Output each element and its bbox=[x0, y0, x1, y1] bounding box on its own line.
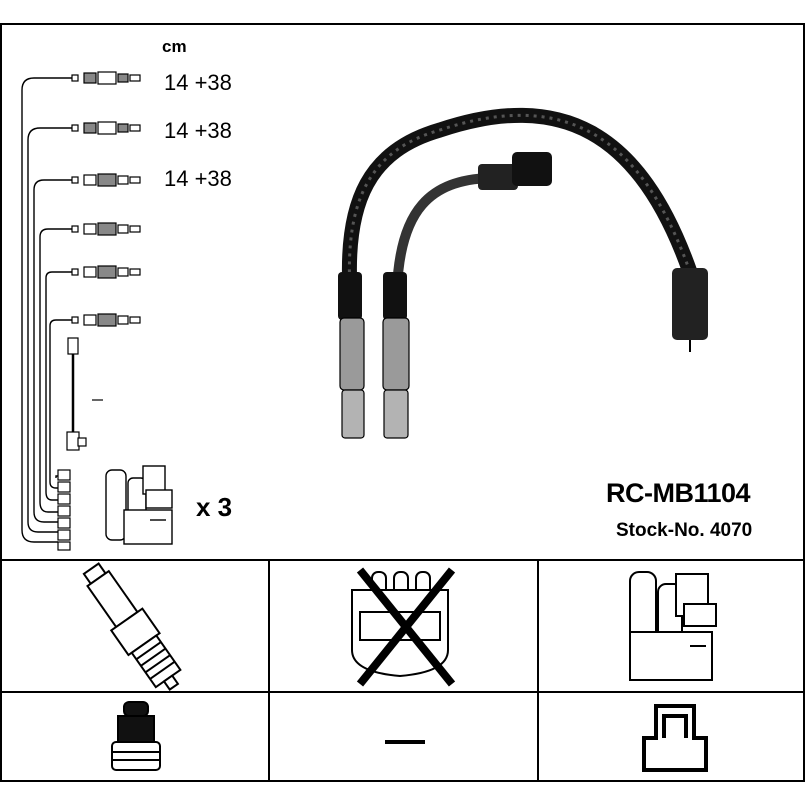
coil-small-icon bbox=[105, 465, 173, 545]
plug-connector-icon bbox=[111, 701, 161, 771]
distributor-cap-icon bbox=[351, 567, 456, 687]
length-label: 14 +38 bbox=[164, 166, 232, 191]
dash-icon bbox=[385, 740, 425, 744]
table-grid bbox=[0, 23, 805, 782]
wire-connectors bbox=[57, 71, 141, 551]
coil-quantity: x 3 bbox=[196, 492, 233, 522]
ignition-cable-set bbox=[338, 107, 708, 439]
unit-label: cm bbox=[162, 37, 187, 56]
product-code: RC-MB1104 bbox=[606, 478, 751, 508]
length-label: 14 +38 bbox=[164, 70, 232, 95]
stock-number: Stock-No. 4070 bbox=[616, 520, 753, 541]
spark-plug-icon bbox=[82, 562, 182, 691]
coil-terminal-icon bbox=[642, 704, 708, 772]
length-label: 14 +38 bbox=[164, 118, 232, 143]
wire-length-schematic bbox=[21, 77, 72, 543]
ignition-coil-icon bbox=[629, 571, 717, 681]
